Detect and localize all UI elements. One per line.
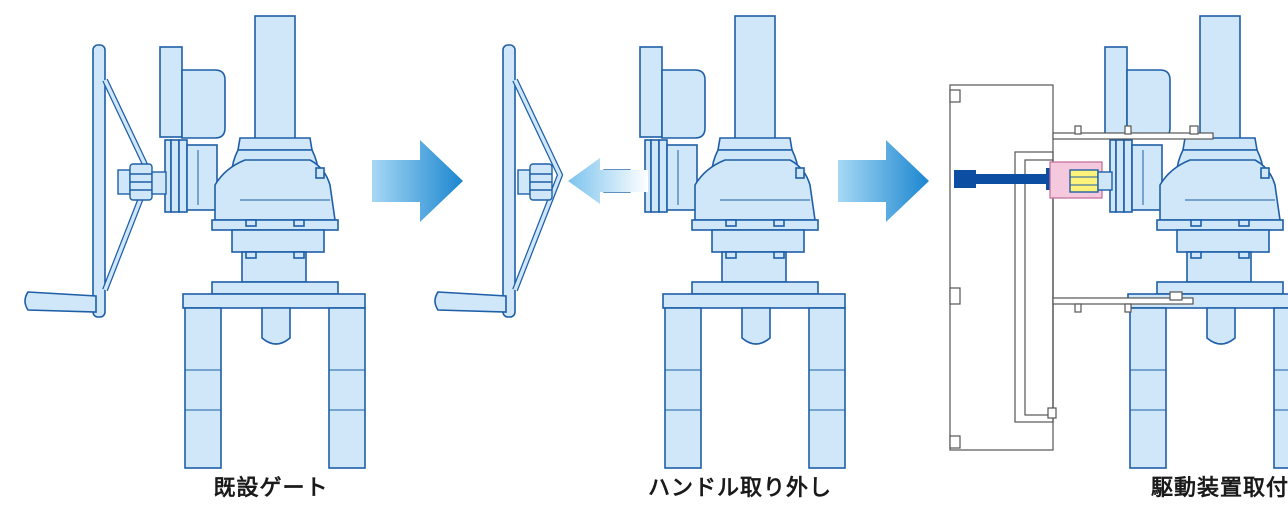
caption-drive-installation: 駆動装置取付 (1150, 476, 1288, 501)
stage-existing-gate (25, 15, 366, 469)
stage-drive-installation (949, 15, 1288, 469)
process-arrow-icon (838, 140, 929, 222)
drive-unit-frame (949, 84, 1214, 451)
removal-arrow-icon (568, 158, 648, 204)
caption-handle-removal: ハンドル取り外し (647, 476, 833, 501)
stage-handle-removal (435, 15, 846, 469)
caption-existing-gate: 既設ゲート (213, 476, 329, 501)
process-arrow-icon (372, 140, 463, 222)
